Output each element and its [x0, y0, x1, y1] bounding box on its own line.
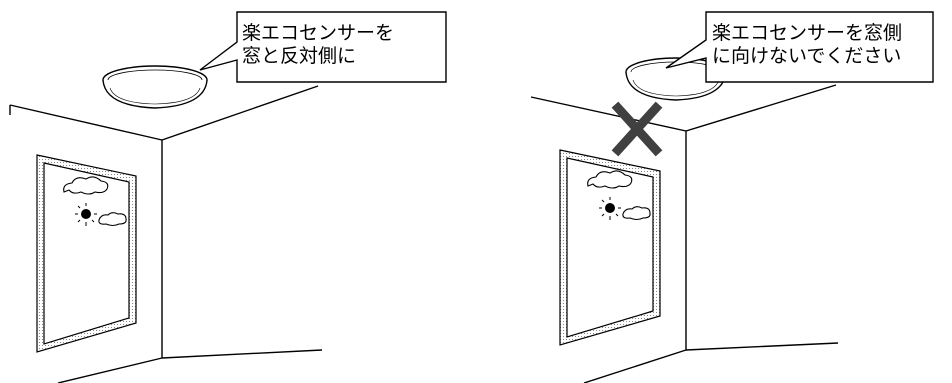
ceiling-left-edge — [9, 104, 163, 141]
callout-line-1: 楽エコセンサーを — [242, 22, 395, 44]
ceiling-left-edge — [530, 96, 687, 132]
window — [559, 149, 661, 346]
weather-icon — [587, 170, 651, 221]
cross-icon — [611, 101, 663, 157]
panel-incorrect: 楽エコセンサーを窓側 に向けないでください — [476, 0, 952, 383]
floor-right-edge — [161, 349, 323, 359]
panel-correct: 楽エコセンサーを 窓と反対側に — [9, 11, 447, 383]
callout-line-2: に向けないでください — [712, 45, 902, 67]
callout-balloon — [665, 11, 934, 83]
ceiling-right-edge — [161, 85, 319, 141]
room-illustration-correct — [9, 11, 447, 383]
ceiling-lamp — [102, 65, 208, 109]
sun-icon — [81, 209, 91, 219]
weather-icon — [63, 176, 127, 227]
floor-left-edge — [583, 349, 687, 383]
callout-text-incorrect: 楽エコセンサーを窓側 に向けないでください — [712, 22, 902, 68]
sun-icon — [605, 203, 615, 213]
callout-text-correct: 楽エコセンサーを 窓と反対側に — [242, 22, 394, 68]
ceiling-right-edge — [685, 84, 837, 132]
callout-balloon — [199, 11, 447, 83]
room-lines — [530, 84, 839, 383]
floor-left-edge — [57, 357, 163, 383]
callout-line-1: 楽エコセンサーを窓側 — [712, 22, 903, 44]
floor-right-edge — [685, 342, 839, 351]
room-illustration-incorrect — [530, 11, 934, 383]
room-lines — [9, 85, 323, 383]
callout-line-2: 窓と反対側に — [242, 45, 357, 67]
window — [36, 154, 137, 353]
